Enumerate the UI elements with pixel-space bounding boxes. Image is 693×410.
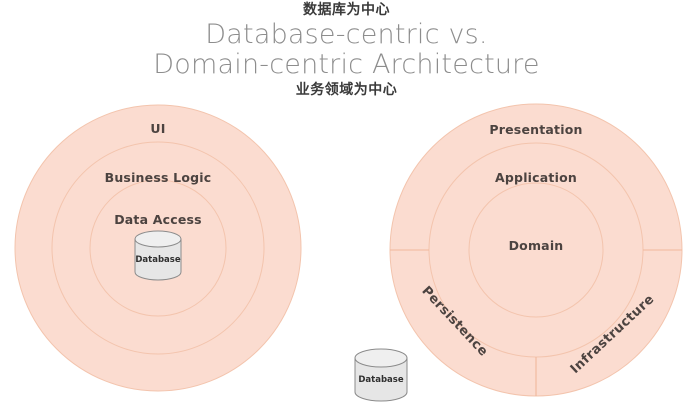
right-ring-domain-outline	[468, 182, 604, 318]
left-database-cylinder-label: Database	[135, 255, 180, 265]
left-ring-business-logic-outline	[51, 141, 265, 355]
right-label-application: Application	[495, 170, 577, 185]
left-ring-ui-outline	[14, 104, 302, 392]
right-label-presentation: Presentation	[489, 122, 582, 137]
right-ring-presentation-fill	[390, 104, 682, 396]
left-label-ui: UI	[150, 121, 165, 136]
right-label-domain: Domain	[509, 238, 564, 253]
left-ring-data-access-outline	[89, 179, 227, 317]
left-database-cylinder: Database	[134, 230, 182, 281]
left-diagram-group: UI Business Logic Data Access Database	[14, 104, 302, 392]
right-diagram-group: Presentation Application Domain Persiste…	[389, 103, 683, 397]
bottom-database-cylinder-label: Database	[358, 375, 403, 385]
left-label-business-logic: Business Logic	[105, 170, 212, 185]
left-label-data-access: Data Access	[114, 212, 202, 227]
bottom-database-cylinder: Database	[354, 348, 408, 402]
